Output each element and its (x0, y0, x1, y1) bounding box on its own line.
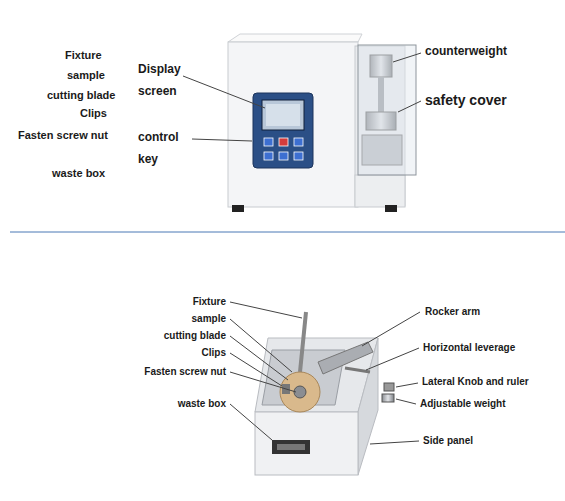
safety-cover (358, 45, 416, 175)
part-label: Horizontal leverage (423, 342, 515, 354)
machine-foot (385, 205, 397, 212)
part-label: Side panel (423, 435, 473, 447)
control-button (264, 152, 273, 160)
part-label: Display screen (138, 58, 190, 102)
leader-line (398, 101, 421, 112)
part-label: Adjustable weight (420, 398, 506, 410)
part-label: Fixture (65, 49, 102, 62)
control-panel (253, 93, 313, 168)
control-button (294, 138, 303, 146)
leader-line (230, 353, 282, 386)
side-panel (358, 338, 378, 475)
leader-line (366, 348, 419, 370)
part-label: Clips (202, 347, 226, 359)
machine-top (228, 34, 362, 42)
part-label: Rocker arm (425, 306, 480, 318)
leader-line (183, 76, 265, 108)
part-label: Fasten screw nut (144, 366, 226, 378)
part-label: cutting blade (47, 89, 115, 102)
leader-line (396, 399, 416, 404)
screen-glass (266, 104, 300, 126)
leader-line (370, 441, 419, 444)
part-label: waste box (52, 167, 105, 180)
leader-line (230, 404, 272, 440)
separator-line (10, 232, 565, 233)
part-label: control key (138, 126, 190, 170)
display-screen (262, 100, 304, 130)
fixture-rod (300, 312, 306, 372)
machine-top-face (255, 338, 378, 412)
control-button (294, 152, 303, 160)
leader-line (230, 319, 292, 372)
waste-box-slot (272, 440, 310, 454)
part-label: counterweight (425, 45, 507, 59)
control-button (264, 138, 273, 146)
adjustable-weight (382, 394, 394, 402)
leader-line (396, 383, 418, 387)
part-label: Clips (80, 107, 107, 120)
part-label: Fasten screw nut (18, 129, 108, 142)
rocker-arm (318, 342, 373, 374)
part-label: sample (192, 313, 226, 325)
leader-line (192, 139, 252, 141)
machine-front (228, 42, 358, 207)
lateral-knob (384, 383, 394, 391)
machine-base (355, 175, 405, 207)
control-button (279, 138, 288, 146)
leader-line (393, 53, 421, 62)
leader-line (230, 302, 302, 318)
part-label: Fixture (193, 296, 226, 308)
part-label: waste box (178, 398, 226, 410)
machine-front (255, 412, 358, 475)
machine-foot (232, 205, 244, 212)
part-label: sample (67, 69, 105, 82)
control-button (279, 152, 288, 160)
part-label: safety cover (425, 92, 507, 108)
part-label: Lateral Knob and ruler (422, 376, 529, 388)
part-label: cutting blade (164, 330, 226, 342)
leader-line (362, 312, 420, 346)
waste-box-handle (277, 444, 305, 450)
leader-line (230, 372, 296, 392)
